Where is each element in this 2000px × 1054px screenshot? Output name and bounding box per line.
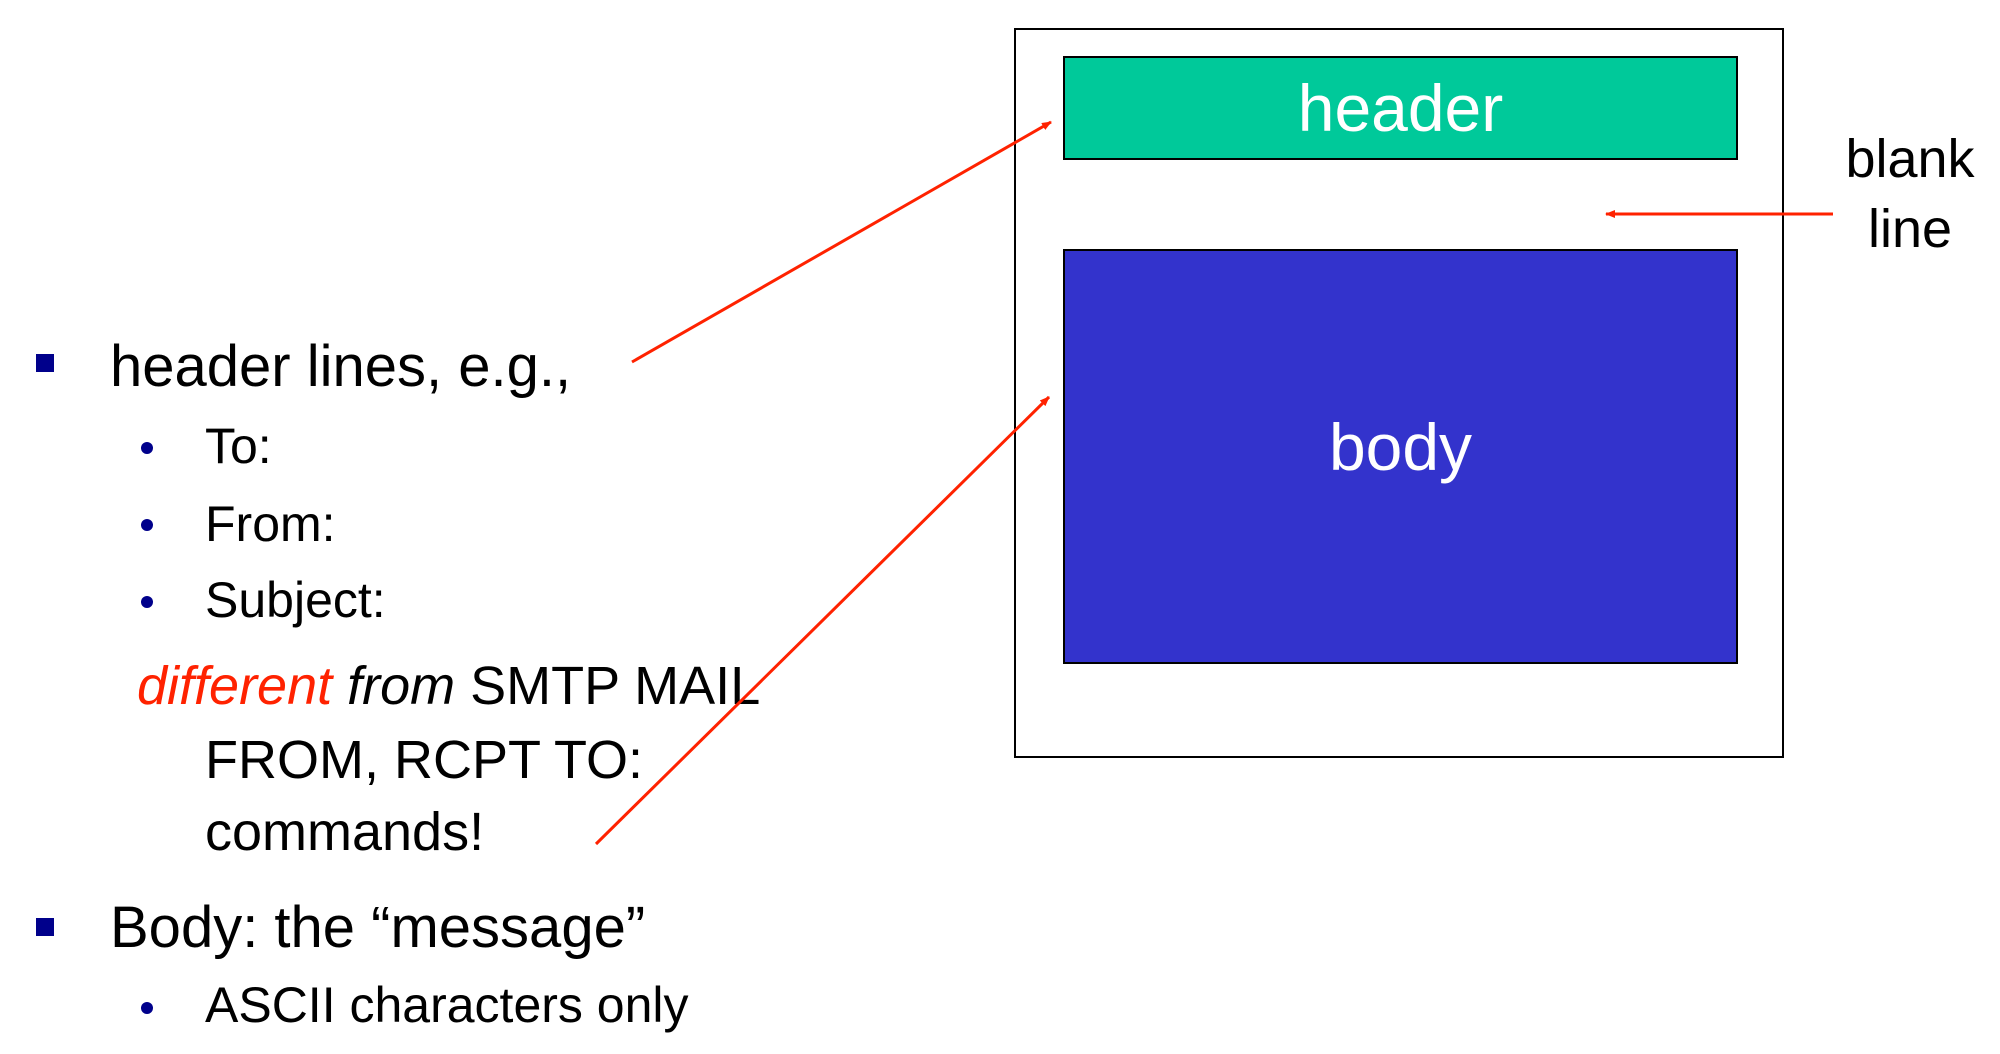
note-from: from xyxy=(347,656,456,716)
sub-item-from: From: xyxy=(205,496,336,552)
note-different: different xyxy=(137,656,333,716)
body-bullet-text: Body: the “message” xyxy=(110,895,646,960)
sub-item-subject: Subject: xyxy=(205,572,386,628)
body-label: body xyxy=(1328,409,1473,484)
bullet-dot-icon xyxy=(141,1002,153,1014)
body-sub-ascii: ASCII characters only xyxy=(205,977,689,1033)
header-label: header xyxy=(1297,71,1504,145)
note-line-2: FROM, RCPT TO: xyxy=(205,730,644,790)
sub-item-to: To: xyxy=(205,418,272,474)
body-block: body xyxy=(1063,249,1738,664)
note-line-3: commands! xyxy=(205,802,485,862)
arrow-to-body xyxy=(594,395,1051,846)
line-word: line xyxy=(1867,199,1953,259)
bullet-dot-icon xyxy=(141,596,153,608)
header-lines-text: header lines, e.g., xyxy=(110,334,572,399)
bullet-dot-icon xyxy=(141,442,153,454)
header-block: header xyxy=(1063,56,1738,160)
blank-word: blank xyxy=(1845,129,1975,189)
bullet-square-icon xyxy=(36,918,54,936)
note-line-1: different from SMTP MAIL xyxy=(137,656,760,716)
note-smtp-mail: SMTP MAIL xyxy=(470,656,761,716)
bullet-dot-icon xyxy=(141,519,153,531)
bullet-square-icon xyxy=(36,354,54,372)
message-frame xyxy=(1014,28,1784,758)
blank-line-label: blank line xyxy=(1830,124,1990,264)
arrow-to-header xyxy=(631,120,1052,364)
